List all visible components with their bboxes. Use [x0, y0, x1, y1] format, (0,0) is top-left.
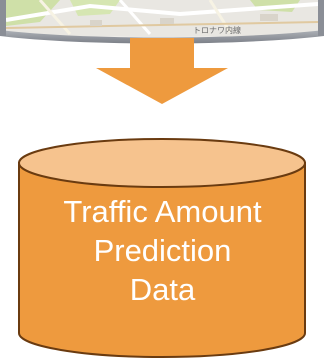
- map-image-graphic: [0, 0, 324, 44]
- database-label: Traffic Amount Prediction Data: [19, 192, 306, 309]
- database-label-line-2: Prediction: [93, 233, 232, 268]
- map-image: トロナワ内線: [0, 0, 324, 45]
- database-label-line-1: Traffic Amount: [63, 194, 262, 229]
- database-label-line-3: Data: [129, 272, 196, 307]
- map-label: トロナワ内線: [193, 26, 241, 35]
